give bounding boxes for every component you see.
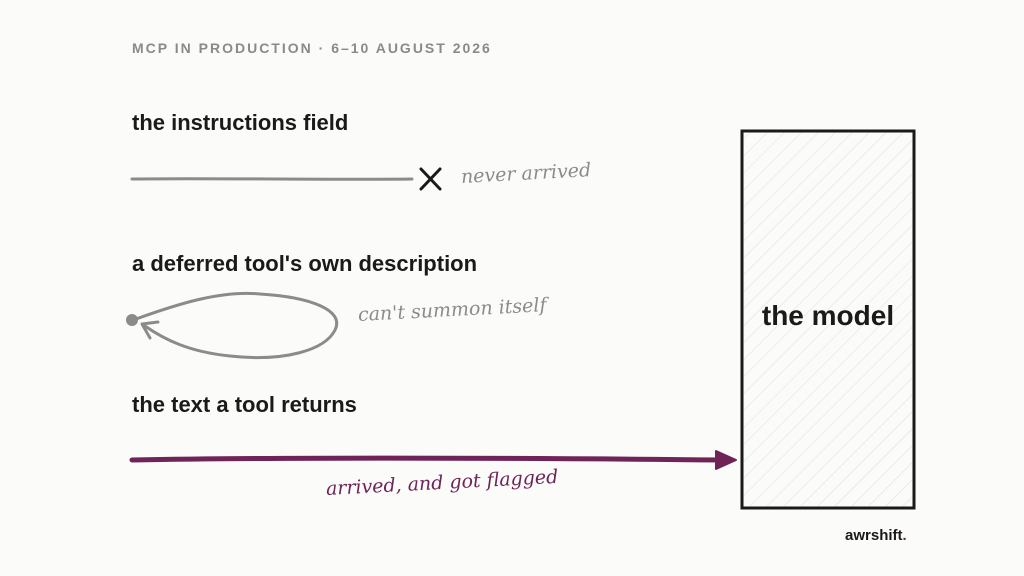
model-box — [740, 129, 916, 510]
brand-dot: . — [902, 527, 907, 544]
event-header: MCP IN PRODUCTION · 6–10 AUGUST 2026 — [132, 40, 492, 56]
model-label: the model — [761, 300, 895, 331]
brand-name: awrshift — [845, 527, 903, 544]
tool-text-arrow-line — [129, 455, 725, 463]
cross-icon — [419, 167, 442, 191]
arrow-right-icon — [715, 450, 737, 470]
row-tool-text-label: the text a tool returns — [132, 392, 357, 417]
row-deferred-label: a deferred tool's own description — [132, 251, 478, 276]
row-instructions-label: the instructions field — [132, 110, 349, 135]
loop-arrow-icon — [126, 291, 339, 360]
brand-logo: awrshift. — [845, 527, 907, 544]
instructions-line — [130, 177, 414, 181]
